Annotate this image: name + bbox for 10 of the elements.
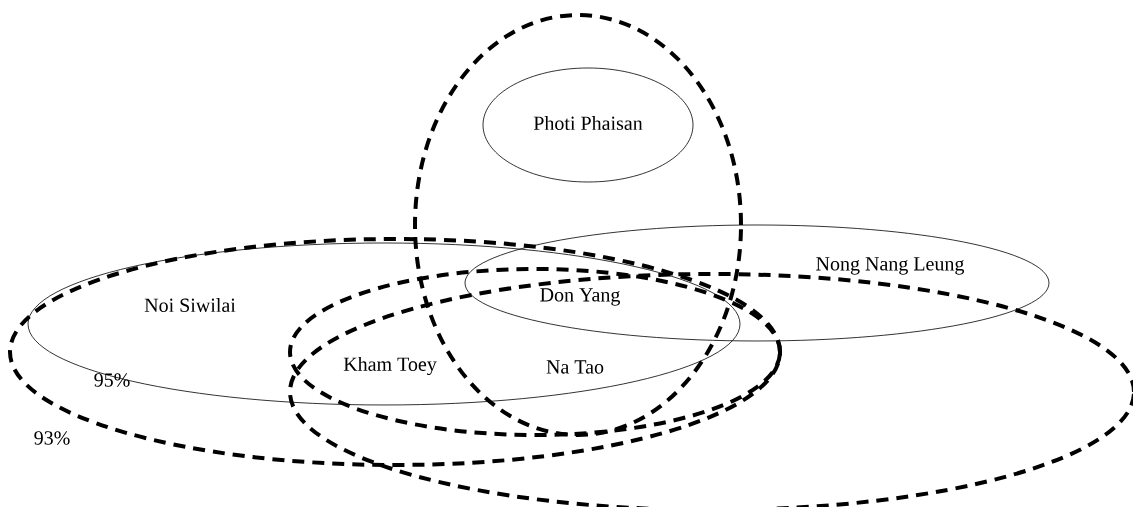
region-label: Nong Nang Leung bbox=[816, 257, 965, 275]
region-label: Photi Phaisan bbox=[533, 115, 643, 130]
dashed-ellipse bbox=[288, 267, 782, 437]
region-label: Noi Siwilai bbox=[144, 297, 236, 312]
dashed-ellipse bbox=[8, 237, 782, 467]
region-label: Kham Toey bbox=[343, 356, 437, 376]
region-label: Na Tao bbox=[546, 360, 604, 374]
region-label: 93% bbox=[34, 431, 70, 445]
region-label: Don Yang bbox=[540, 288, 620, 306]
region-label: 95% bbox=[94, 373, 130, 387]
